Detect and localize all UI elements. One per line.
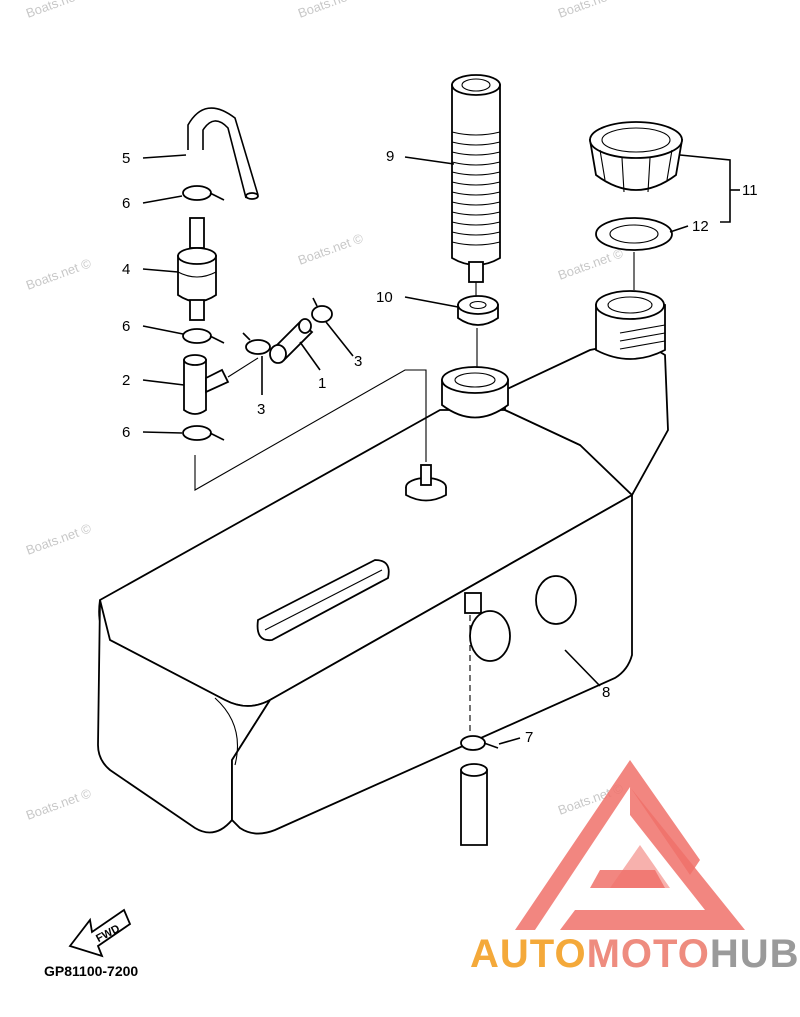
fuel-filter (177, 217, 217, 321)
hose-bent (187, 107, 259, 200)
brand-name: AUTOMOTOHUB (470, 932, 800, 976)
callout-12: 12 (692, 218, 709, 235)
fuel-tank (97, 290, 669, 835)
watermark-text: Boats.net © (556, 0, 626, 21)
fwd-label: FWD (94, 923, 122, 945)
strainer-rib (451, 231, 501, 236)
strainer-rib (451, 241, 501, 246)
watermark-text: Boats.net © (24, 0, 94, 21)
clamp-6-mid (182, 328, 225, 344)
clamp-6-bottom (182, 425, 225, 441)
clamp-7 (460, 735, 499, 751)
strainer-rib (451, 211, 501, 216)
gasket (595, 217, 673, 251)
callout-6-bottom: 6 (122, 424, 130, 441)
callout-6-mid: 6 (122, 318, 130, 335)
callout-8: 8 (602, 684, 610, 701)
fuel-cap (588, 121, 684, 193)
strainer (451, 74, 501, 283)
callout-numbers: 5 6 4 6 2 6 3 1 3 9 10 7 8 11 12 (122, 148, 758, 746)
strainer-rib (451, 191, 501, 196)
watermark-text: Boats.net © (296, 0, 366, 21)
watermark-text: Boats.net © (24, 785, 94, 823)
strainer-rib (451, 161, 501, 166)
brand-logo-icon (515, 760, 745, 930)
callout-9: 9 (386, 148, 394, 165)
assembly-lines (194, 252, 635, 735)
callout-11: 11 (742, 182, 758, 199)
strainer-rib (451, 131, 501, 136)
callout-7: 7 (525, 729, 533, 746)
brand-part-hub: HUB (710, 932, 800, 976)
callout-10: 10 (376, 289, 393, 306)
hose-lower (460, 763, 488, 846)
brand-part-moto: MOTO (587, 932, 710, 976)
svg-text:AUTOMOTOHUB: AUTOMOTOHUB (470, 932, 800, 976)
part-code: GP81100-7200 (44, 963, 138, 979)
watermark-text: Boats.net © (296, 230, 366, 268)
connector (269, 318, 314, 364)
strainer-rib (451, 151, 501, 156)
joint-tee (183, 354, 230, 415)
callout-2: 2 (122, 372, 130, 389)
strainer-rib (451, 141, 501, 146)
clamp-6-top (182, 185, 225, 201)
strainer-rib (451, 201, 501, 206)
callout-4: 4 (122, 261, 130, 278)
callout-6-top: 6 (122, 195, 130, 212)
strainer-rib (451, 221, 501, 226)
clamp-3-right (311, 297, 333, 323)
callout-3-left: 3 (257, 401, 265, 418)
strainer-rib (451, 171, 501, 176)
watermark-text: Boats.net © (556, 245, 626, 283)
leader-lines (142, 154, 740, 745)
fwd-arrow-icon: FWD (68, 908, 132, 958)
callout-5: 5 (122, 150, 130, 167)
callout-3-right: 3 (354, 353, 362, 370)
clamp-3-left (242, 332, 271, 355)
clamps (182, 185, 499, 751)
callout-1: 1 (318, 375, 326, 392)
brand-part-auto: AUTO (470, 932, 587, 976)
strainer-rib (451, 181, 501, 186)
watermark-text: Boats.net © (24, 520, 94, 558)
seal (457, 295, 499, 326)
watermark-text: Boats.net © (24, 255, 94, 293)
